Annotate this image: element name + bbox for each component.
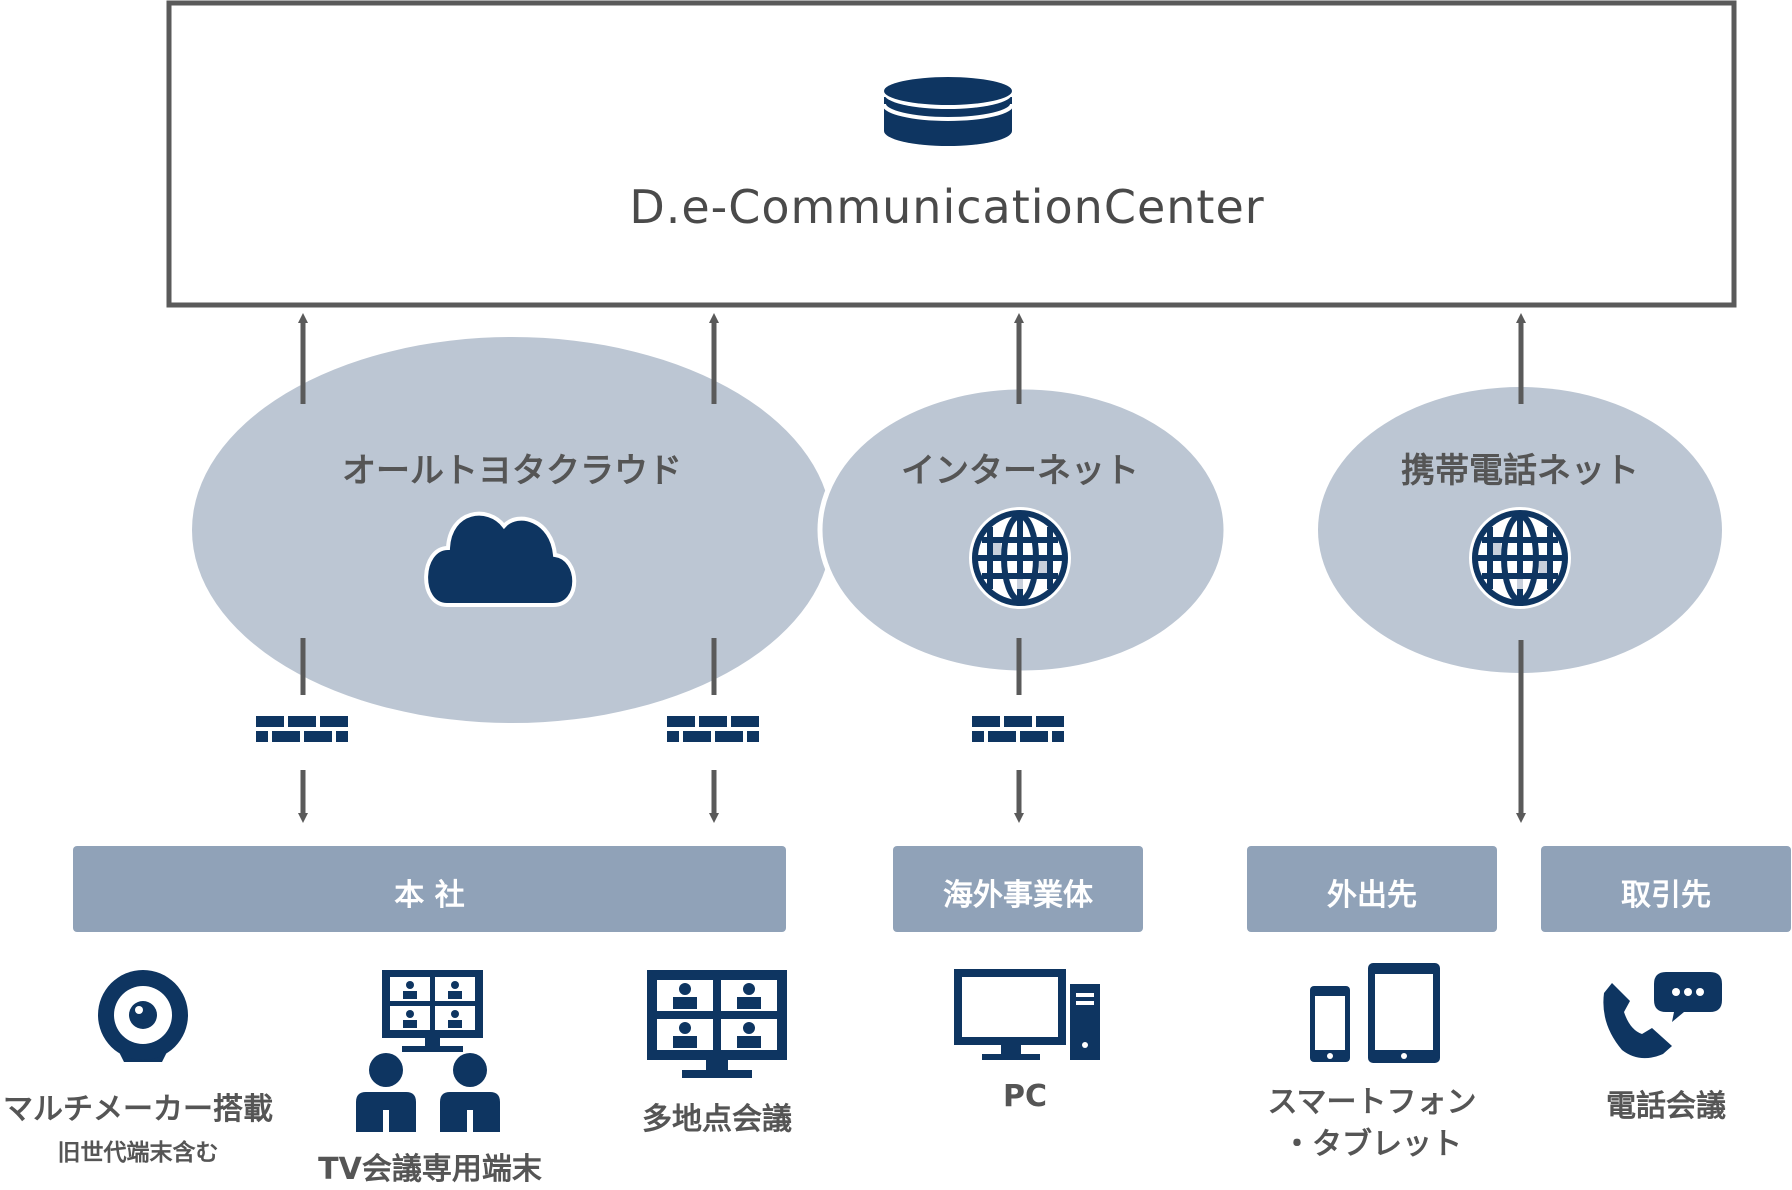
device-label-tv-terminal: TV会議専用端末	[318, 1152, 542, 1187]
location-label-overseas: 海外事業体	[943, 878, 1093, 913]
location-label-outside: 外出先	[1327, 878, 1417, 913]
person-icon	[356, 1053, 416, 1132]
database-icon	[882, 77, 1014, 146]
device-label-multimaker: マルチメーカー搭載	[3, 1092, 273, 1127]
desktop-pc-icon	[954, 969, 1100, 1060]
smartphone-tablet-icon	[1310, 963, 1440, 1063]
webcam-icon	[98, 970, 188, 1062]
location-label-partners: 取引先	[1621, 878, 1711, 913]
location-bar-partners	[1541, 846, 1791, 932]
globe-icon	[968, 506, 1072, 610]
network-label-mobile: 携帯電話ネット	[1401, 451, 1639, 491]
video-conference-terminal-icon	[382, 970, 483, 1052]
device-label-phone-conference: 電話会議	[1606, 1089, 1726, 1124]
globe-icon	[1468, 506, 1572, 610]
network-label-internet: インターネット	[901, 451, 1139, 491]
communication-center-box	[166, 0, 1737, 308]
device-sublabel-legacy: 旧世代端末含む	[57, 1140, 219, 1166]
firewall-icon	[256, 716, 348, 742]
person-icon	[440, 1053, 500, 1132]
location-label-headquarters: 本 社	[394, 878, 465, 913]
device-label-tablet: ・タブレット	[1282, 1127, 1462, 1162]
location-bar-headquarters	[73, 846, 786, 932]
network-label-toyota-cloud: オールトヨタクラウド	[342, 451, 682, 491]
multipoint-monitor-icon	[647, 970, 787, 1078]
device-label-smartphone: スマートフォン	[1267, 1085, 1477, 1120]
location-bar-overseas	[893, 846, 1143, 932]
phone-chat-icon	[1603, 972, 1722, 1059]
device-label-pc: PC	[1002, 1079, 1047, 1114]
center-title: D.e-CommunicationCenter	[629, 180, 1265, 234]
location-bar-outside	[1247, 846, 1497, 932]
cloud-icon	[424, 511, 577, 607]
device-label-multipoint: 多地点会議	[642, 1102, 792, 1137]
firewall-icon	[667, 716, 759, 742]
firewall-icon	[972, 716, 1064, 742]
